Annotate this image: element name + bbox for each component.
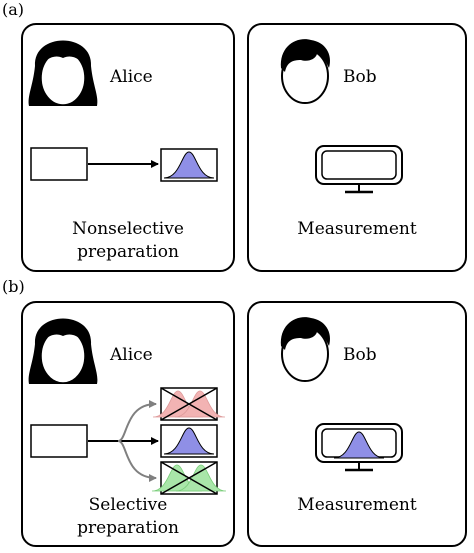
panel-a-bob-caption: Measurement bbox=[297, 219, 417, 239]
panel-b-alice-caption-1: Selective bbox=[89, 495, 168, 515]
branch-arrow-down bbox=[117, 440, 157, 482]
branch-arrow-up bbox=[117, 400, 157, 442]
panel-a-state-box bbox=[160, 148, 218, 182]
panel-b-alice-caption-2: preparation bbox=[77, 518, 179, 538]
crossed-state-red bbox=[152, 387, 226, 421]
bob-avatar-icon bbox=[279, 316, 332, 382]
bob-avatar-icon bbox=[279, 38, 332, 104]
panel-a-source-box bbox=[30, 147, 88, 181]
panel-a-alice-caption-2: preparation bbox=[77, 242, 179, 262]
panel-a-label: (a) bbox=[2, 0, 24, 19]
panel-b-source-box bbox=[30, 424, 88, 458]
panel-b-alice-name: Alice bbox=[109, 345, 153, 365]
selected-state-blue bbox=[160, 424, 218, 458]
panel-a-bob-name: Bob bbox=[343, 67, 377, 87]
panel-b-bob-caption: Measurement bbox=[297, 495, 417, 515]
panel-a-alice-name: Alice bbox=[109, 67, 153, 87]
crossed-state-green bbox=[151, 461, 227, 495]
panel-b-label: (b) bbox=[2, 277, 25, 296]
panel-b-bob-name: Bob bbox=[343, 345, 377, 365]
panel-a-alice-caption-1: Nonselective bbox=[72, 219, 184, 239]
